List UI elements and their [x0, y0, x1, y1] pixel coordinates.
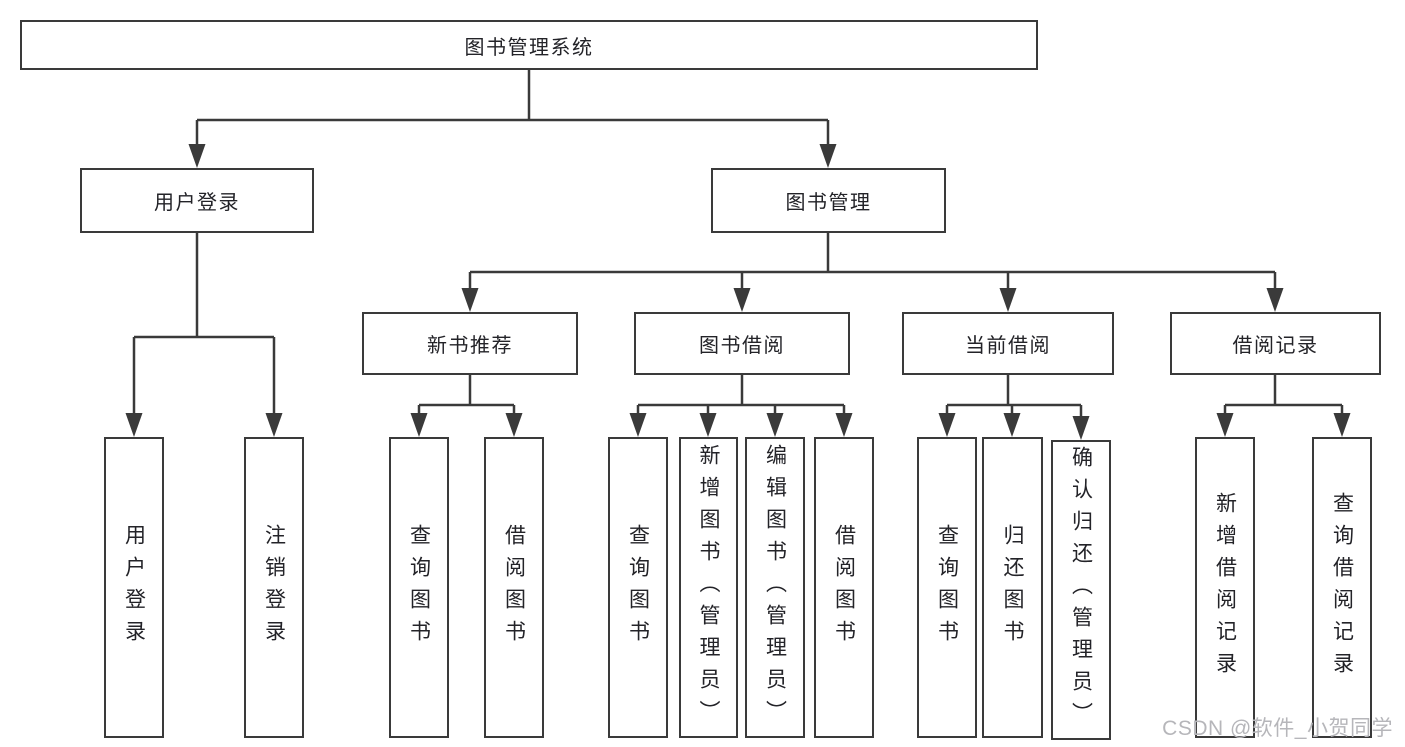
watermark: CSDN @软件_小贺同学	[1162, 717, 1393, 740]
leaf-query-borrow-record: 查询借阅记录	[1312, 437, 1372, 738]
leaf-add-book-admin: 新增图书（管理员）	[679, 437, 738, 738]
leaf-edit-book-admin: 编辑图书（管理员）	[745, 437, 805, 738]
arrowhead-icons	[125, 144, 1351, 440]
node-borrow-records-label: 借阅记录	[1232, 335, 1319, 357]
node-book-management: 图书管理	[711, 168, 946, 233]
leaf-query-books-borrow-label: 查询图书	[626, 523, 650, 652]
leaf-user-login-label: 用户登录	[122, 523, 146, 652]
leaf-add-borrow-record: 新增借阅记录	[1195, 437, 1255, 738]
leaf-add-borrow-record-label: 新增借阅记录	[1213, 491, 1237, 684]
node-book-management-label: 图书管理	[785, 192, 872, 214]
leaf-return-book-label: 归还图书	[1001, 523, 1024, 652]
node-borrow-records: 借阅记录	[1170, 312, 1381, 375]
node-new-book-recommend-label: 新书推荐	[427, 335, 513, 357]
node-current-borrow: 当前借阅	[902, 312, 1114, 375]
leaf-borrow-books-recommend: 借阅图书	[484, 437, 544, 738]
leaf-logout-label: 注销登录	[262, 523, 286, 652]
node-current-borrow-label: 当前借阅	[965, 335, 1051, 357]
node-root-label: 图书管理系统	[464, 36, 594, 59]
leaf-add-book-admin-label: 新增图书（管理员）	[697, 443, 720, 732]
leaf-query-books-borrow: 查询图书	[608, 437, 668, 738]
leaf-confirm-return-admin-label: 确认归还（管理员）	[1069, 446, 1093, 734]
leaf-user-login: 用户登录	[104, 437, 164, 738]
leaf-query-books-current-label: 查询图书	[935, 523, 959, 652]
leaf-query-books-recommend: 查询图书	[389, 437, 449, 738]
node-book-borrow: 图书借阅	[634, 312, 850, 375]
leaf-borrow-books: 借阅图书	[814, 437, 874, 738]
node-user-login: 用户登录	[80, 168, 314, 233]
leaf-query-books-recommend-label: 查询图书	[407, 523, 431, 652]
leaf-confirm-return-admin: 确认归还（管理员）	[1051, 440, 1111, 740]
node-book-borrow-label: 图书借阅	[699, 335, 785, 357]
leaf-borrow-books-label: 借阅图书	[832, 523, 856, 652]
leaf-borrow-books-recommend-label: 借阅图书	[502, 523, 526, 652]
node-new-book-recommend: 新书推荐	[362, 312, 578, 375]
leaf-return-book: 归还图书	[982, 437, 1043, 738]
leaf-edit-book-admin-label: 编辑图书（管理员）	[763, 443, 787, 732]
leaf-logout: 注销登录	[244, 437, 304, 738]
leaf-query-borrow-record-label: 查询借阅记录	[1330, 491, 1354, 684]
leaf-query-books-current: 查询图书	[917, 437, 977, 738]
node-user-login-label: 用户登录	[154, 192, 240, 214]
node-root: 图书管理系统	[20, 20, 1038, 70]
